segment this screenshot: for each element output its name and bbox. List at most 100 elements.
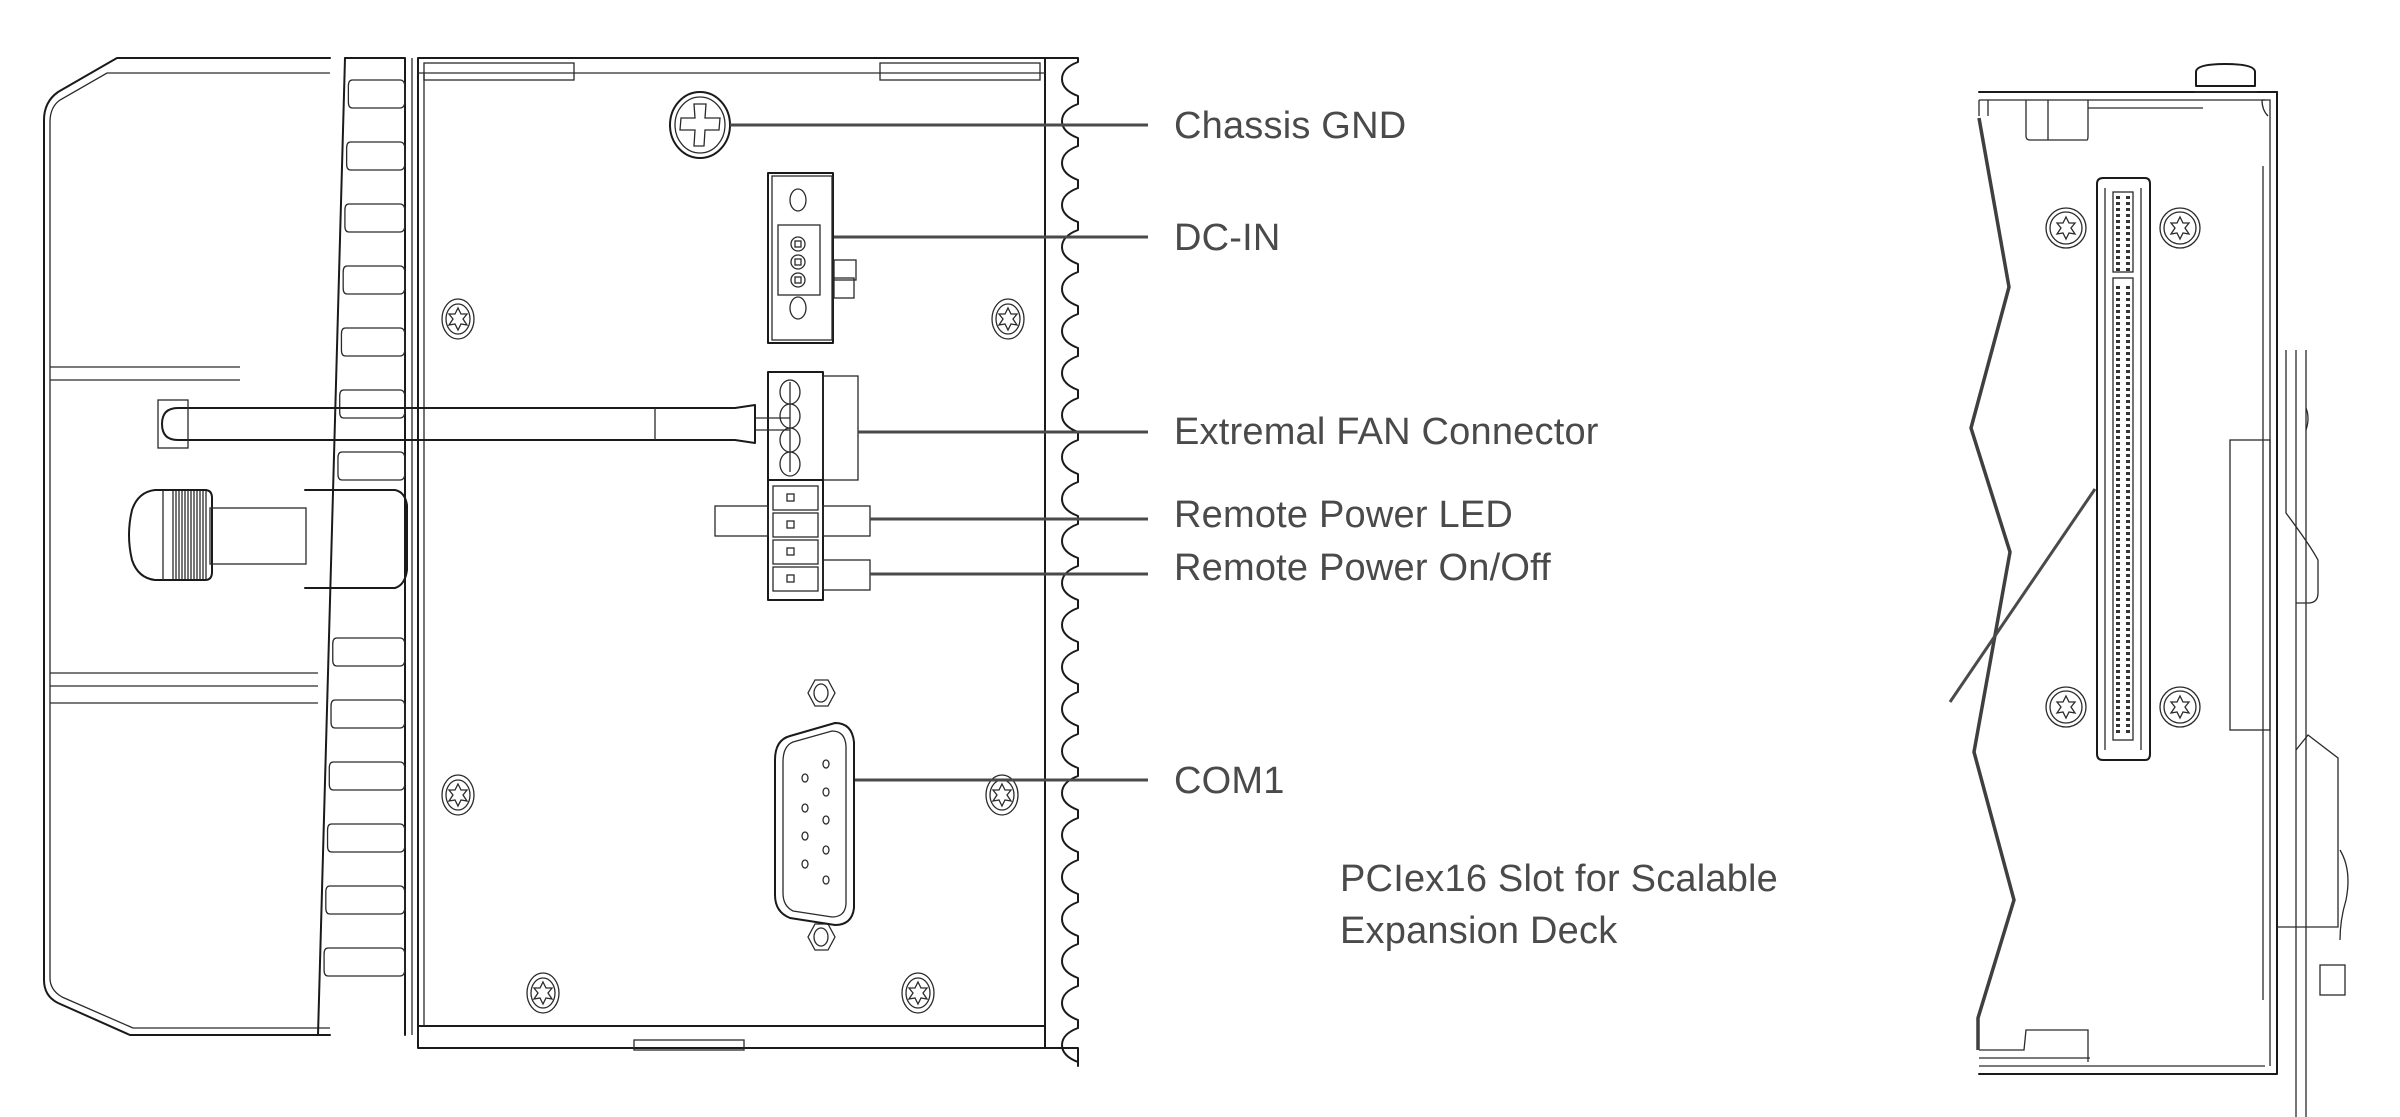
heatsink-fin: [323, 947, 406, 977]
pcie-pin: [2126, 604, 2130, 607]
pcie-pin: [2126, 394, 2130, 397]
pcie-pin: [2116, 214, 2120, 217]
pcie-pin: [2126, 196, 2130, 199]
pcie-pin: [2126, 718, 2130, 721]
pcie-pin: [2116, 622, 2120, 625]
pcie-pin: [2116, 604, 2120, 607]
heatsink-fin: [339, 389, 406, 419]
pcie-pin: [2126, 214, 2130, 217]
heatsink-fin: [326, 823, 406, 853]
pcie-pin: [2126, 232, 2130, 235]
pcie-pin: [2126, 436, 2130, 439]
pcie-pin: [2126, 652, 2130, 655]
pcie-pin: [2126, 250, 2130, 253]
pcie-pin: [2126, 310, 2130, 313]
pcie-pin: [2116, 634, 2120, 637]
pcie-pin: [2116, 526, 2120, 529]
pcie-pin: [2126, 478, 2130, 481]
pcie-pin: [2116, 232, 2120, 235]
pcie-pin: [2126, 370, 2130, 373]
pcie-pin: [2126, 424, 2130, 427]
pcie-pin: [2126, 556, 2130, 559]
torx-screw-icon: [441, 298, 475, 340]
pcie-pin: [2126, 340, 2130, 343]
callout-pcie-slot: PCIex16 Slot for Scalable Expansion Deck: [1340, 858, 1779, 952]
pcie-pin: [2116, 442, 2120, 445]
torx-screw-icon: [901, 972, 935, 1014]
pcie-pin: [2126, 694, 2130, 697]
pcie-pin: [2126, 418, 2130, 421]
pcie-pin: [2126, 562, 2130, 565]
pcie-pin: [2126, 316, 2130, 319]
fan-connector: [157, 371, 859, 481]
pcie-pin: [2116, 520, 2120, 523]
pcie-pin: [2116, 652, 2120, 655]
torx-screw-icon: [2159, 207, 2201, 249]
pcie-pin: [2116, 496, 2120, 499]
pcie-pin: [2126, 670, 2130, 673]
pcie-pin: [2126, 334, 2130, 337]
pcie-pin: [2116, 316, 2120, 319]
pcie-pin: [2126, 610, 2130, 613]
pcie-pin: [2116, 472, 2120, 475]
pcie-pin: [2116, 346, 2120, 349]
pcie-pin: [2126, 244, 2130, 247]
pcie-pin: [2126, 730, 2130, 733]
pcie-pin: [2116, 724, 2120, 727]
pcie-pin: [2126, 658, 2130, 661]
pcie-pin: [2116, 706, 2120, 709]
pcie-pin: [2116, 256, 2120, 259]
pcie-pin: [2126, 544, 2130, 547]
pcie-pin: [2116, 322, 2120, 325]
pcie-pin: [2126, 238, 2130, 241]
pcie-pin: [2116, 616, 2120, 619]
callout-com1: COM1: [1174, 760, 1285, 802]
side-view: [1969, 63, 2349, 1117]
torx-screw-icon: [2045, 207, 2087, 249]
pcie-pin: [2116, 352, 2120, 355]
pcie-pin: [2126, 688, 2130, 691]
pcie-pin: [2126, 208, 2130, 211]
pcie-pin: [2116, 292, 2120, 295]
torx-screw-icon: [526, 972, 560, 1014]
pcie-pin: [2126, 526, 2130, 529]
pcie-pin: [2126, 592, 2130, 595]
pcie-pin: [2116, 658, 2120, 661]
pcie-pin: [2116, 538, 2120, 541]
pcie-pin: [2126, 580, 2130, 583]
pcie-pin: [2116, 730, 2120, 733]
pcie-pin: [2126, 490, 2130, 493]
pcie-pin: [2116, 682, 2120, 685]
pcie-pin: [2126, 202, 2130, 205]
pcie-pin: [2126, 298, 2130, 301]
pcie-pin: [2116, 226, 2120, 229]
pcie-pin: [2116, 460, 2120, 463]
pcie-pin: [2116, 592, 2120, 595]
pcie-pin: [2126, 388, 2130, 391]
pcie-pin: [2126, 322, 2130, 325]
callout-chassis-gnd: Chassis GND: [1174, 105, 1407, 147]
pcie-pin: [2116, 430, 2120, 433]
leader-pcie-slot: [1948, 488, 2097, 703]
pcie-pin: [2126, 256, 2130, 259]
pcie-pin: [2126, 676, 2130, 679]
callout-dc-in: DC-IN: [1174, 217, 1281, 259]
pcie-pin: [2126, 622, 2130, 625]
pcie-pin: [2116, 394, 2120, 397]
pcie-pin: [2116, 466, 2120, 469]
pcie-pin: [2126, 634, 2130, 637]
torx-screw-icon: [2045, 686, 2087, 728]
pcie-pin: [2116, 268, 2120, 271]
chassis-gnd-screw: [669, 91, 731, 159]
pcie-pin: [2116, 304, 2120, 307]
pcie-pin: [2126, 346, 2130, 349]
pcie-pin: [2126, 406, 2130, 409]
pcie-pin: [2116, 718, 2120, 721]
pcie-pin: [2126, 328, 2130, 331]
remote-power-terminal: [714, 479, 871, 601]
pcie-pin: [2126, 454, 2130, 457]
pcie-pin: [2116, 562, 2120, 565]
pcie-pin: [2126, 358, 2130, 361]
pcie-pin: [2126, 382, 2130, 385]
pcie-pin: [2116, 238, 2120, 241]
